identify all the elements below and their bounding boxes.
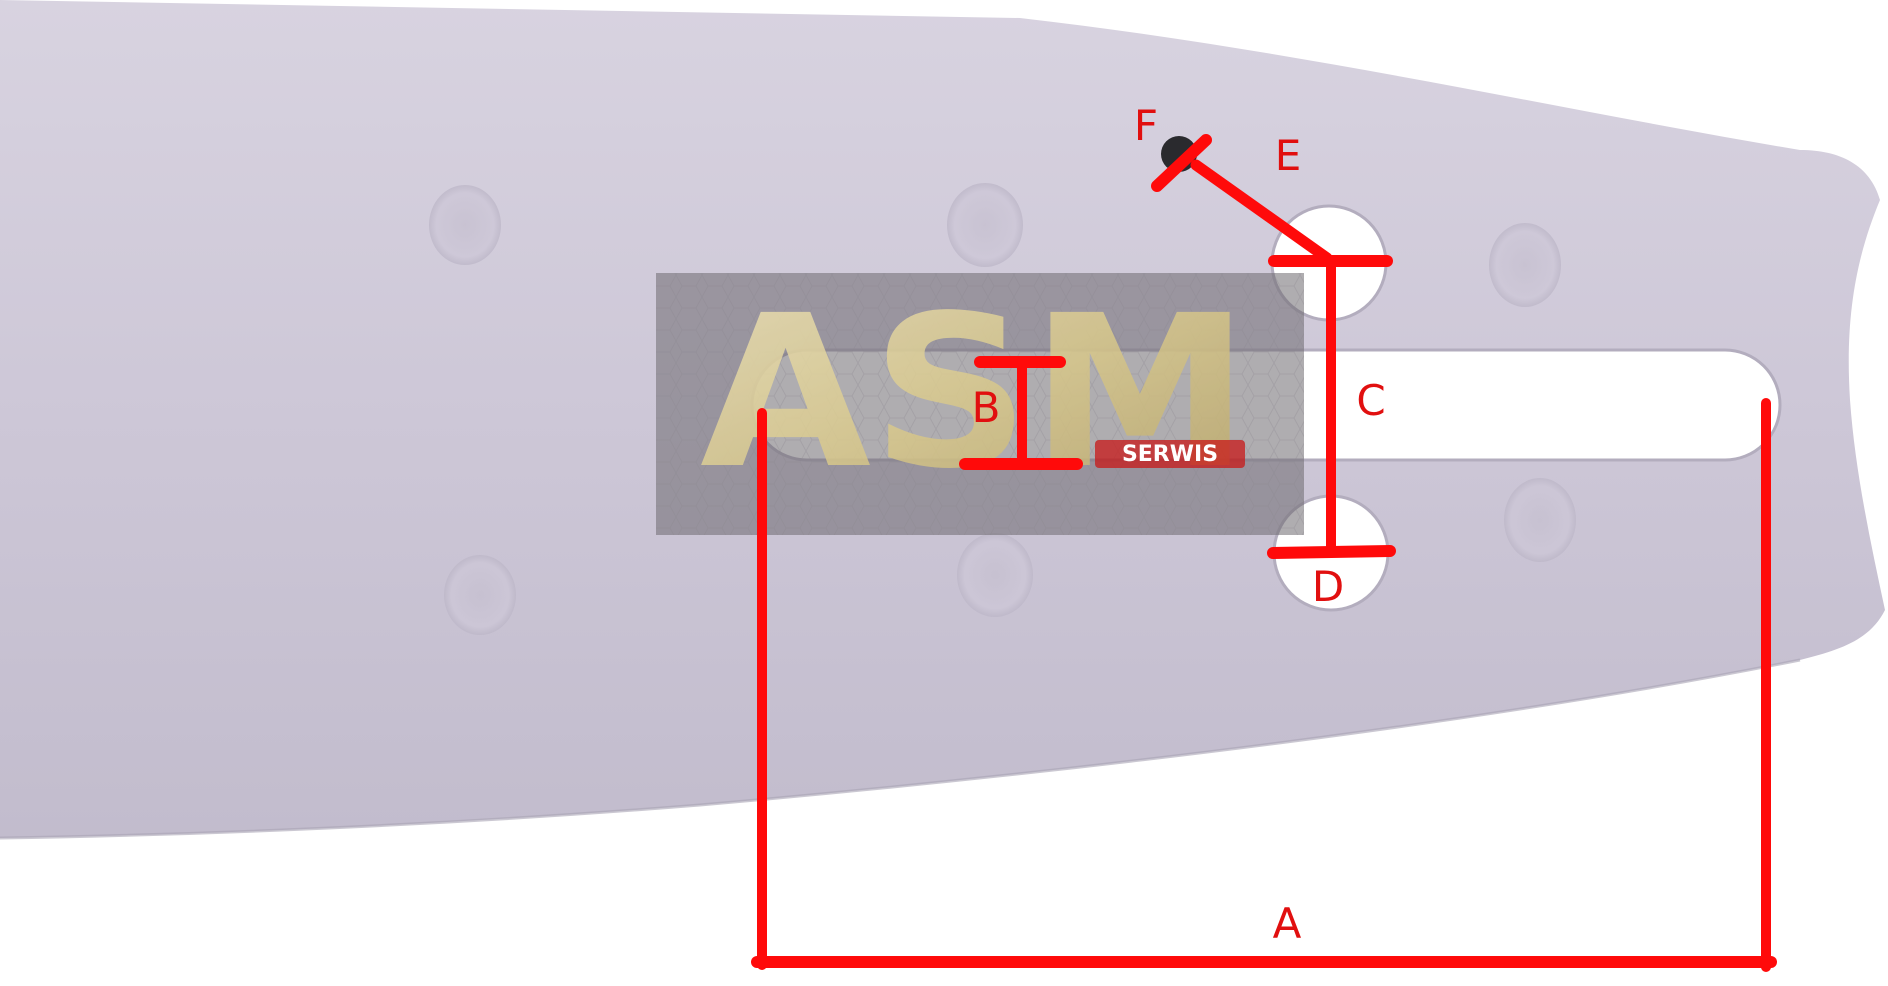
bar-dimple xyxy=(429,185,501,265)
label-c: C xyxy=(1356,376,1385,425)
label-f: F xyxy=(1134,101,1158,150)
dimension-a: A xyxy=(751,398,1777,972)
bar-dimple xyxy=(957,533,1033,617)
watermark-logo-text: ASM xyxy=(700,270,1250,515)
bar-dimple xyxy=(1489,223,1561,307)
dimension-c: C xyxy=(1267,255,1396,559)
label-a: A xyxy=(1273,899,1302,948)
watermark-sub-text: SERWIS xyxy=(1122,442,1218,467)
label-d: D xyxy=(1312,562,1344,611)
watermark-sub-badge: SERWIS xyxy=(1095,440,1245,468)
bar-dimple xyxy=(947,183,1023,267)
dimension-e: E xyxy=(1151,131,1333,264)
label-e: E xyxy=(1275,131,1302,180)
bar-dimple xyxy=(444,555,516,635)
bar-edge-shadow xyxy=(0,658,1801,840)
bar-dimple xyxy=(1504,478,1576,562)
dimension-b: B xyxy=(959,356,1083,470)
label-b: B xyxy=(972,383,1001,432)
